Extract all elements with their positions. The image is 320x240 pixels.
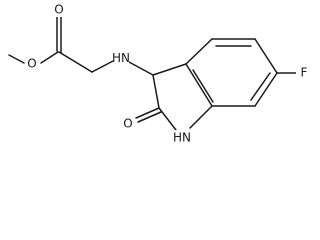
bond-c3a-c4	[185, 38, 213, 65]
atom-amine-nitrogen: HN	[112, 51, 130, 65]
bond-c3-c3a	[152, 63, 187, 76]
bond-carbonyl-ch2	[58, 51, 93, 73]
label-bg-lactam-o	[121, 117, 135, 131]
structure-diagram: O O HN F O HN	[8, 2, 310, 145]
bond-methyl-o	[8, 54, 25, 64]
bonds	[8, 15, 297, 131]
atom-labels: O O HN F O HN	[25, 3, 310, 145]
bond-c2-o-double-1	[135, 107, 160, 119]
label-bg-amine	[113, 49, 129, 65]
bond-c2-o-double-2	[137, 111, 162, 123]
label-bg-fluorine	[296, 66, 310, 80]
label-bg-ester-o	[25, 56, 39, 70]
label-bg-carbonyl-o	[52, 3, 66, 17]
bond-nh-c3	[128, 61, 154, 76]
atom-fluorine: F	[301, 66, 308, 80]
atom-lactam-oxygen: O	[123, 117, 132, 131]
bond-c3-c2	[152, 74, 160, 109]
bond-c3a-c7a-inner	[192, 69, 214, 103]
bond-ch2-nh	[91, 60, 114, 73]
label-bg-lactam-nh	[170, 130, 194, 144]
bond-c5-c6	[254, 38, 278, 74]
atom-lactam-nh: HN	[173, 131, 191, 145]
bond-c3a-c7a	[185, 63, 213, 107]
bond-c2-n1	[158, 107, 177, 131]
bond-c6-c7-inner	[250, 72, 271, 101]
bond-o-carbonyl	[40, 51, 59, 64]
atom-carbonyl-oxygen: O	[54, 3, 63, 17]
bond-n1-c7a	[189, 105, 213, 129]
bond-c6-c7	[254, 72, 278, 107]
atom-ester-oxygen: O	[27, 57, 36, 71]
